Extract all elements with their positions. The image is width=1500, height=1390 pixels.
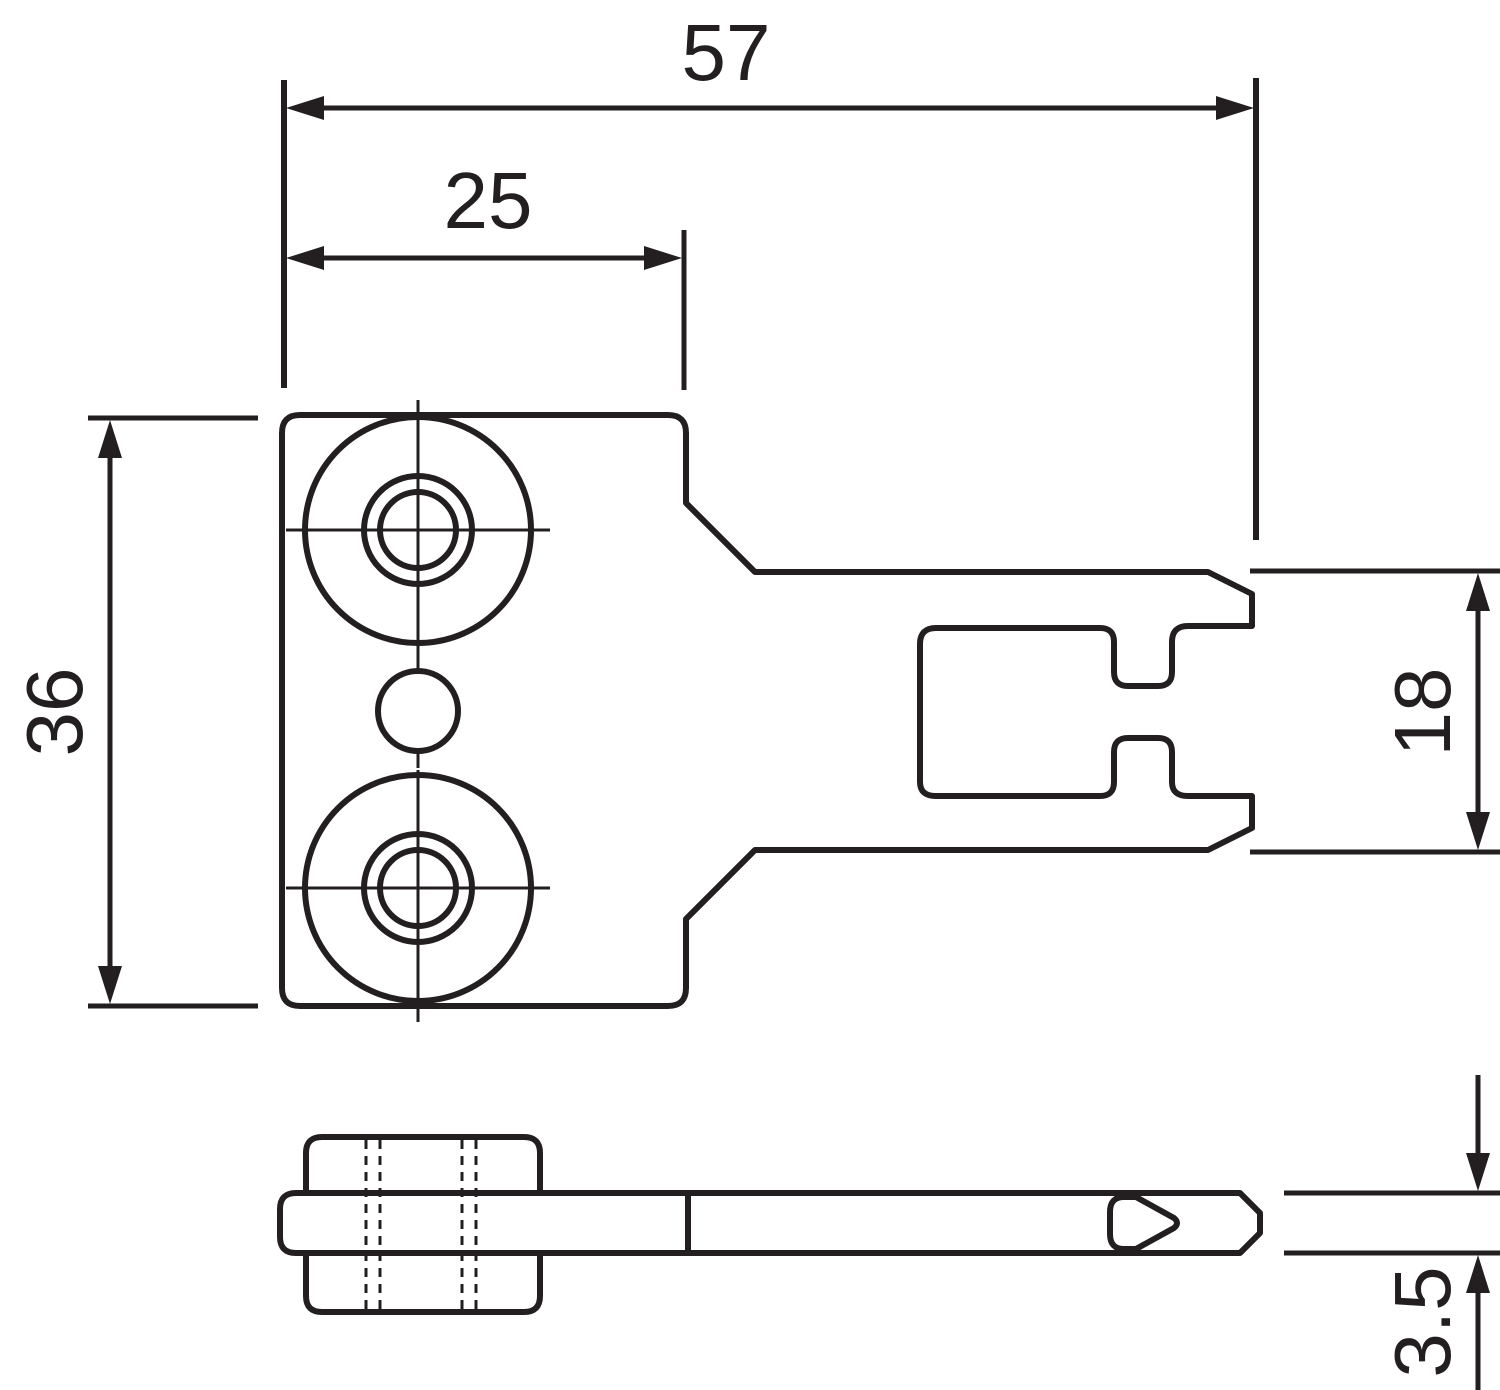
- arrow-left: [286, 246, 324, 270]
- dimension-tongue-height: 18: [1250, 568, 1500, 855]
- arrow-right: [1216, 96, 1254, 120]
- upper-screw-boss: [286, 400, 550, 660]
- arrow-bottom: [98, 966, 122, 1004]
- label-25: 25: [444, 156, 533, 245]
- arrow-left: [286, 96, 324, 120]
- dimension-plate-height: 36: [10, 415, 258, 1009]
- dimension-thickness: 3.5: [1284, 1075, 1500, 1390]
- tongue-notch: [1107, 1194, 1180, 1252]
- arrow-top: [1466, 1153, 1490, 1191]
- arrow-right: [644, 246, 682, 270]
- label-36: 36: [10, 668, 99, 757]
- dimension-plate-width: 25: [286, 156, 687, 390]
- arrow-top: [1466, 573, 1490, 611]
- label-57: 57: [682, 8, 771, 97]
- side-view: [277, 1134, 1263, 1315]
- boss-block: [303, 1134, 543, 1315]
- dimension-overall-length: 57: [281, 8, 1259, 540]
- lower-screw-boss: [286, 770, 550, 1022]
- plate-profile: [277, 1190, 1263, 1256]
- arrow-bottom: [1466, 1255, 1490, 1293]
- label-18: 18: [1378, 668, 1467, 757]
- arrow-top: [98, 420, 122, 458]
- label-3-5: 3.5: [1378, 1266, 1467, 1377]
- top-view-plate: [279, 400, 1255, 1022]
- plate-outline: [279, 412, 1255, 1009]
- arrow-bottom: [1466, 812, 1490, 850]
- center-hole: [375, 668, 461, 754]
